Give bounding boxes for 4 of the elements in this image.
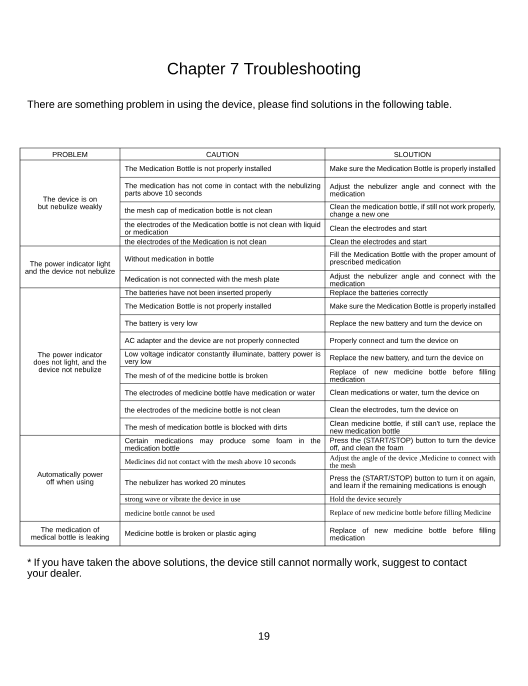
chapter-title: Chapter 7 Troubleshooting <box>168 62 360 78</box>
footnote: * If you have taken the above solutions, the device still cannot normally work, suggest to contact your dealer. <box>27 558 467 579</box>
page-number: 19 <box>258 632 270 640</box>
intro-paragraph: There are something problem in using the device, please find solutions in the following table. <box>27 100 452 110</box>
